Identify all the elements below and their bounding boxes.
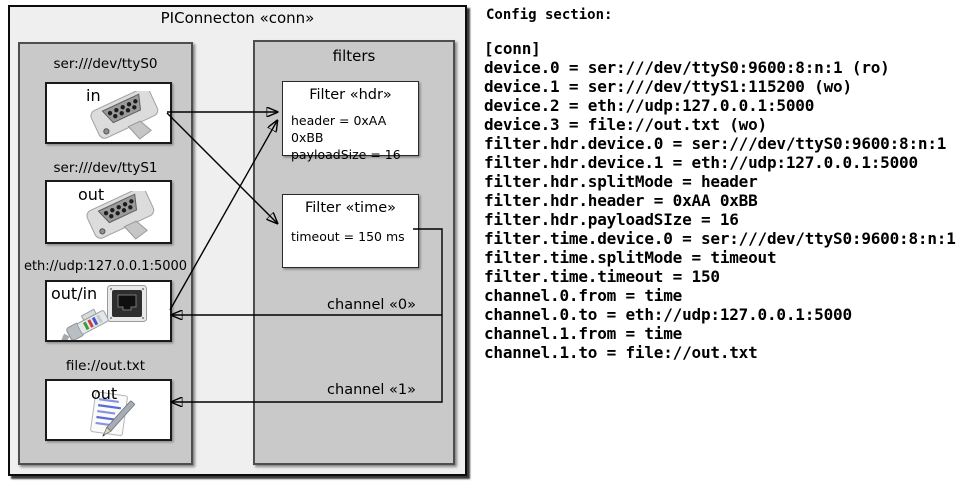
device-address-ttys0: ser:///dev/ttyS0 bbox=[53, 56, 158, 72]
channel-0-label: channel «0» bbox=[327, 297, 416, 313]
ethernet-socket-icon bbox=[107, 285, 147, 322]
filter-title: Filter «hdr» bbox=[309, 87, 392, 103]
device-address-eth: eth://udp:127.0.0.1:5000 bbox=[23, 259, 188, 274]
filter-attribute: header = 0xAA 0xBB bbox=[291, 113, 387, 145]
filter-box-hdr: Filter «hdr» header = 0xAA 0xBB payloadS… bbox=[282, 81, 419, 162]
device-box-eth: out/in bbox=[45, 280, 172, 342]
filters-panel-title: filters bbox=[332, 47, 376, 65]
serial-connector-icon bbox=[86, 191, 155, 240]
device-box-ttys1: out bbox=[45, 180, 172, 244]
device-role: out bbox=[78, 185, 105, 204]
filter-attribute: timeout = 150 ms bbox=[291, 229, 405, 244]
device-role: out bbox=[91, 384, 118, 403]
devices-panel: ser:///dev/ttyS0 in ser:///dev/ttyS1 bbox=[18, 42, 193, 465]
config-section-heading: Config section: bbox=[486, 7, 613, 23]
serial-connector-icon bbox=[90, 91, 159, 140]
device-role: out/in bbox=[51, 284, 98, 303]
device-address-file: file://out.txt bbox=[65, 358, 146, 374]
notepad-icon bbox=[90, 391, 135, 437]
filters-panel: filters Filter «hdr» header = 0xAA 0xBB … bbox=[253, 40, 455, 465]
device-address-ttys1: ser:///dev/ttyS1 bbox=[53, 160, 158, 176]
filter-title: Filter «time» bbox=[304, 200, 397, 216]
filter-attribute: payloadSize = 16 bbox=[291, 147, 401, 162]
filter-box-time: Filter «time» timeout = 150 ms bbox=[282, 194, 419, 268]
device-role: in bbox=[86, 86, 101, 105]
device-box-file: out bbox=[45, 379, 172, 441]
ethernet-plug-icon bbox=[61, 308, 109, 340]
config-section-body: [conn] device.0 = ser:///dev/ttyS0:9600:… bbox=[484, 39, 956, 362]
diagram-title: PIConnecton «conn» bbox=[160, 9, 315, 27]
channel-1-label: channel «1» bbox=[327, 382, 416, 398]
device-box-ttys0: in bbox=[45, 82, 172, 144]
